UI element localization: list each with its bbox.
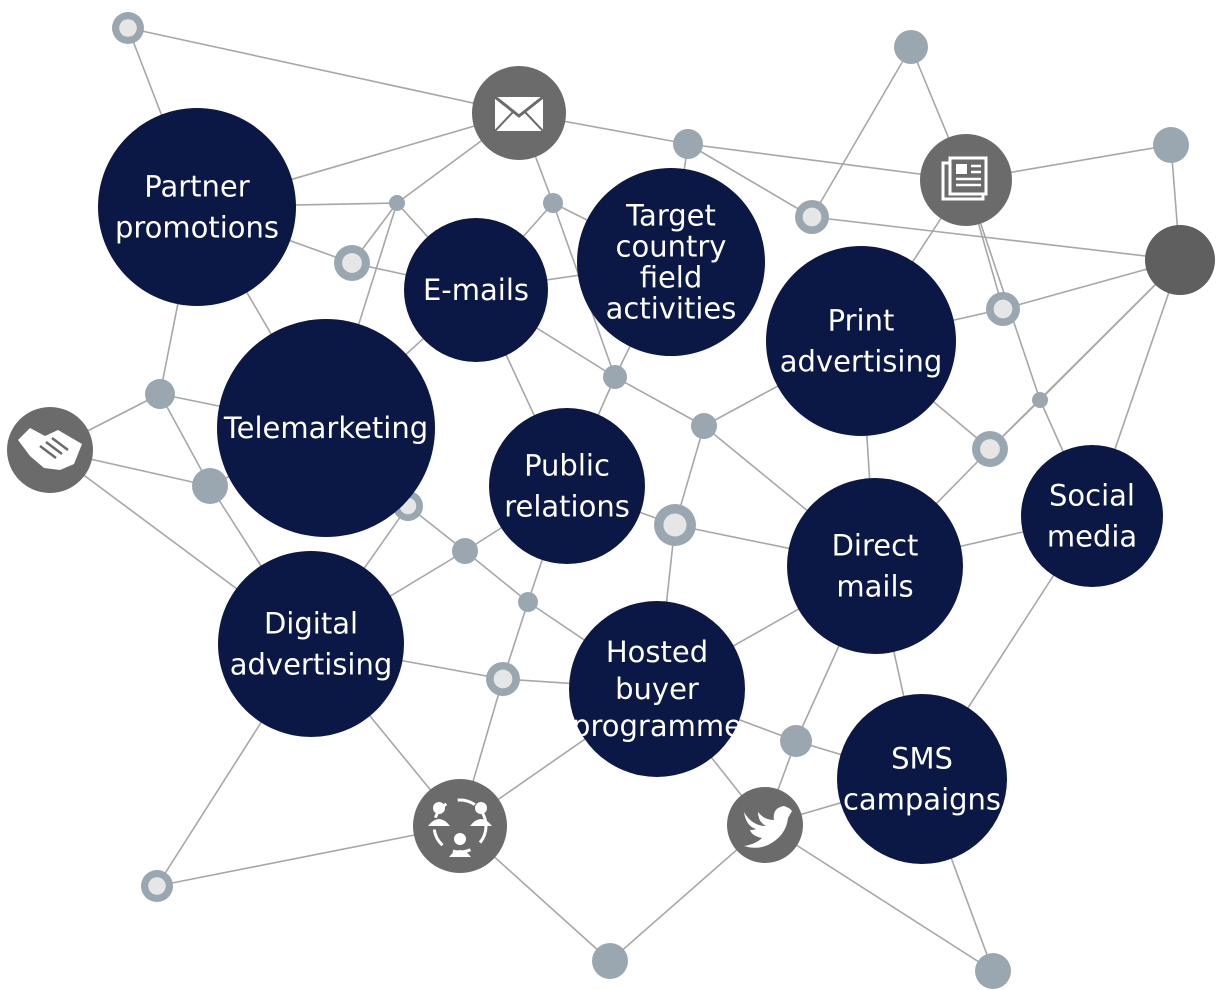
social-media-node: Social media xyxy=(1021,445,1163,587)
connector-dot xyxy=(452,538,478,564)
social-media-circle xyxy=(1021,445,1163,587)
connector-dot xyxy=(673,129,703,159)
ring-connector-dot xyxy=(141,870,173,902)
ring-connector-dot xyxy=(972,431,1008,467)
ring-connector-dot xyxy=(486,662,520,696)
direct-mails-label-line: Direct xyxy=(832,529,919,563)
target-country-field-activities-label-line: activities xyxy=(606,292,737,326)
sms-campaigns-label-line: campaigns xyxy=(843,783,1001,817)
partner-promotions-node: Partner promotions xyxy=(98,108,296,306)
sms-campaigns-circle xyxy=(837,694,1007,864)
sms-campaigns-node: SMS campaigns xyxy=(837,694,1007,864)
sms-campaigns-label-line: SMS xyxy=(891,742,953,776)
connector-dot xyxy=(592,943,628,979)
ring-connector-dot xyxy=(795,200,829,234)
connector-dot xyxy=(518,592,538,612)
newspaper-icon xyxy=(920,134,1012,226)
connector-dots xyxy=(112,12,1189,989)
connector-dot xyxy=(603,365,627,389)
connector-dot xyxy=(145,379,175,409)
social-media-label-line: media xyxy=(1047,520,1137,554)
people-network-icon xyxy=(413,779,507,873)
connection-line xyxy=(811,216,1181,261)
partner-promotions-label-line: Partner xyxy=(144,170,249,204)
print-advertising-node: Print advertising xyxy=(766,246,956,436)
digital-advertising-label-line: advertising xyxy=(230,648,393,682)
connection-line xyxy=(127,27,520,114)
public-relations-label-line: relations xyxy=(504,490,630,524)
twitter-bird-icon xyxy=(727,787,803,863)
connection-line xyxy=(156,825,461,887)
hosted-buyer-programme-label-line: Hosted xyxy=(606,635,708,669)
digital-advertising-node: Digital advertising xyxy=(218,551,404,737)
ring-connector-dot xyxy=(986,292,1020,326)
emails-node: E-mails xyxy=(404,218,548,362)
public-relations-node: Public relations xyxy=(489,408,645,564)
envelope-icon xyxy=(472,66,566,160)
connector-dot xyxy=(780,725,812,757)
connector-dot xyxy=(1032,392,1048,408)
ring-connector-dot xyxy=(334,245,370,281)
target-country-field-activities-label-line: country xyxy=(616,230,727,264)
public-relations-label-line: Public xyxy=(524,449,610,483)
dark-network-node xyxy=(1145,225,1215,295)
connection-line xyxy=(687,143,813,218)
handshake-icon xyxy=(7,407,93,493)
social-media-label-line: Social xyxy=(1049,479,1135,513)
hosted-buyer-programme-label-line: programme xyxy=(572,709,742,743)
direct-mails-label-line: mails xyxy=(836,570,913,604)
print-advertising-circle xyxy=(766,246,956,436)
emails-circle xyxy=(404,218,548,362)
public-relations-circle xyxy=(489,408,645,564)
emails-label-line: E-mails xyxy=(423,273,529,307)
target-country-field-activities-label-line: Target xyxy=(625,199,716,233)
digital-advertising-label-line: Digital xyxy=(264,607,358,641)
target-country-field-activities-circle xyxy=(577,168,765,356)
direct-mails-circle xyxy=(787,478,963,654)
ring-connector-dot xyxy=(112,12,144,44)
connector-dot xyxy=(543,193,563,213)
digital-advertising-circle xyxy=(218,551,404,737)
connector-dot xyxy=(894,30,928,64)
connection-line xyxy=(687,143,967,181)
target-country-field-activities-label-line: field xyxy=(640,261,703,295)
telemarketing-circle xyxy=(217,319,435,537)
connection-line xyxy=(764,824,994,972)
print-advertising-label-line: advertising xyxy=(780,345,943,379)
connection-line xyxy=(614,376,705,427)
ring-connector-dot xyxy=(654,504,696,546)
connector-dot xyxy=(975,953,1011,989)
hosted-buyer-programme-circle xyxy=(569,601,745,777)
telemarketing-node: Telemarketing xyxy=(217,319,435,537)
connection-line xyxy=(464,550,529,603)
connector-dot xyxy=(691,413,717,439)
direct-mails-node: Direct mails xyxy=(787,478,963,654)
connector-dot xyxy=(389,195,405,211)
connector-dot xyxy=(192,468,228,504)
hosted-buyer-programme-label-line: buyer xyxy=(615,672,699,706)
print-advertising-label-line: Print xyxy=(828,304,895,338)
telemarketing-label-line: Telemarketing xyxy=(223,411,428,445)
connection-line xyxy=(811,46,912,218)
partner-promotions-label-line: promotions xyxy=(115,211,279,245)
partner-promotions-circle xyxy=(98,108,296,306)
connector-dot xyxy=(1153,127,1189,163)
